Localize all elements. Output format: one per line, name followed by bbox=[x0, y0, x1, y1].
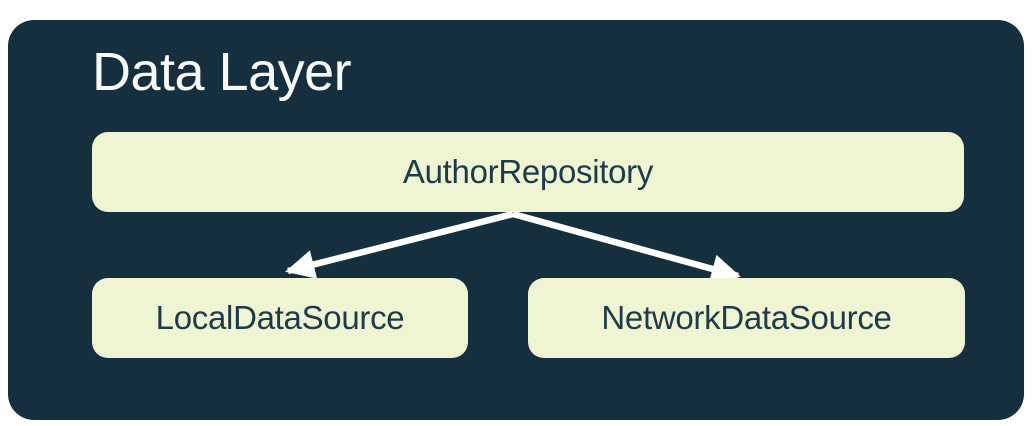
node-author-repository: AuthorRepository bbox=[92, 132, 964, 212]
diagram-title: Data Layer bbox=[92, 42, 352, 102]
node-local-data-source-label: LocalDataSource bbox=[155, 299, 405, 336]
arrow-repository-to-network bbox=[512, 210, 741, 284]
node-network-data-source-label: NetworkDataSource bbox=[601, 299, 892, 336]
node-network-data-source: NetworkDataSource bbox=[528, 278, 965, 358]
arrow-repository-to-local bbox=[285, 210, 514, 279]
node-author-repository-label: AuthorRepository bbox=[402, 153, 654, 190]
node-local-data-source: LocalDataSource bbox=[92, 278, 468, 358]
data-layer-frame: Data Layer AuthorRepository LocalDataSou… bbox=[8, 20, 1024, 420]
